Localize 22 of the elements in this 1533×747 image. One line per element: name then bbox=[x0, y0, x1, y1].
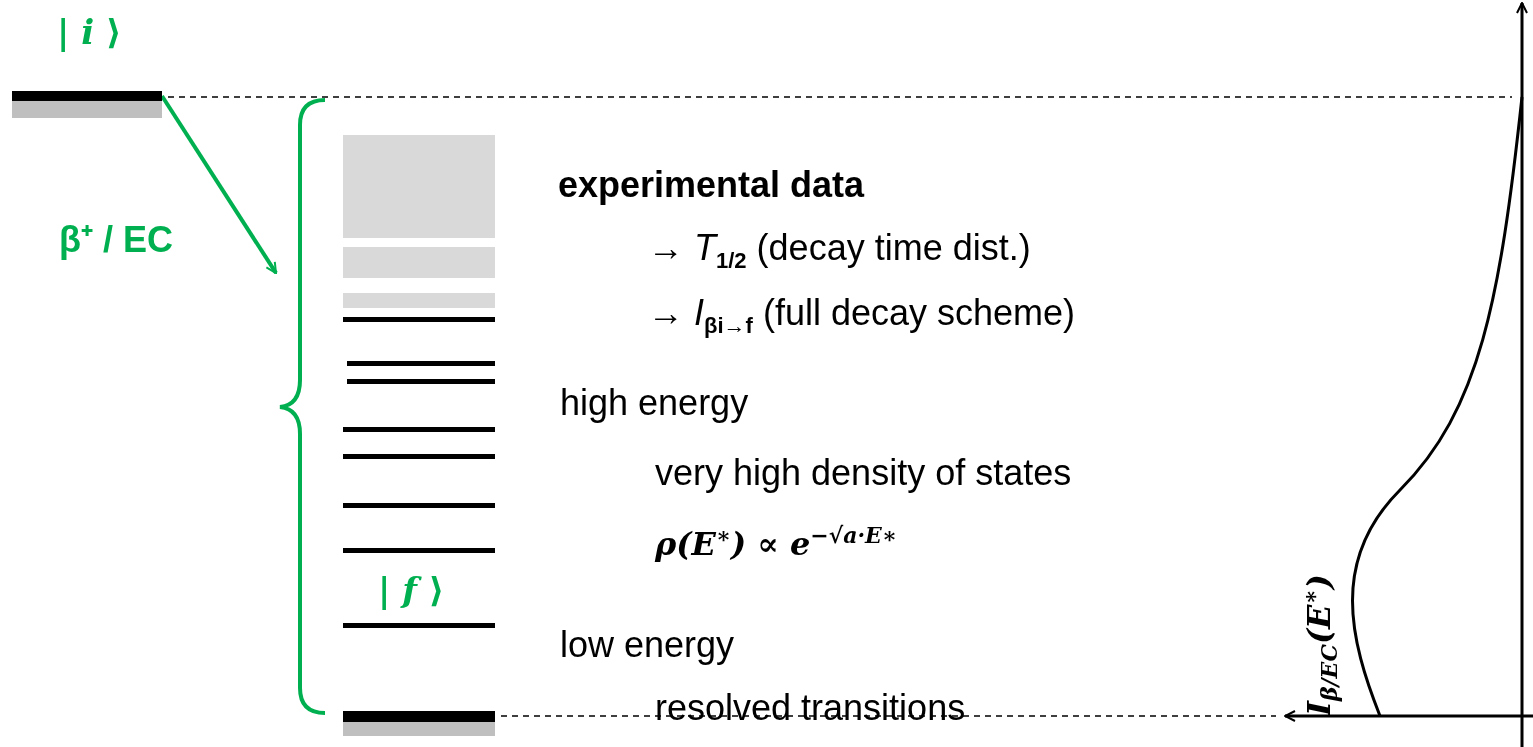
energy-level-bar bbox=[343, 317, 495, 322]
energy-level-bar bbox=[343, 548, 495, 553]
energy-level-bar bbox=[347, 379, 495, 384]
energy-level-bar bbox=[343, 247, 495, 278]
heading: experimental data bbox=[558, 165, 865, 205]
formula: ρ(E$^{∗}$) ∝ e$^{−√a·E∗}$ bbox=[655, 521, 898, 564]
energy-level-bar bbox=[343, 503, 495, 508]
text-line: very high density of states bbox=[655, 453, 1072, 493]
energy-level-bar bbox=[347, 361, 495, 366]
energy-level-bar bbox=[343, 427, 495, 432]
text-line: → T$_{1/2}$ (decay time dist.) bbox=[648, 228, 1031, 276]
energy-level-bar bbox=[343, 135, 495, 238]
energy-level-bar bbox=[343, 454, 495, 459]
state-label: | i ⟩ bbox=[57, 12, 122, 52]
energy-level-bar bbox=[343, 293, 495, 308]
heading: high energy bbox=[560, 383, 749, 423]
energy-level-bar bbox=[343, 711, 495, 736]
heading: low energy bbox=[560, 625, 735, 665]
text-line: resolved transitions bbox=[655, 688, 966, 728]
text-line: → I$_{βi→f}$ (full decay scheme) bbox=[648, 293, 1076, 341]
curly-brace bbox=[278, 98, 326, 715]
state-label: | f ⟩ bbox=[378, 570, 445, 610]
